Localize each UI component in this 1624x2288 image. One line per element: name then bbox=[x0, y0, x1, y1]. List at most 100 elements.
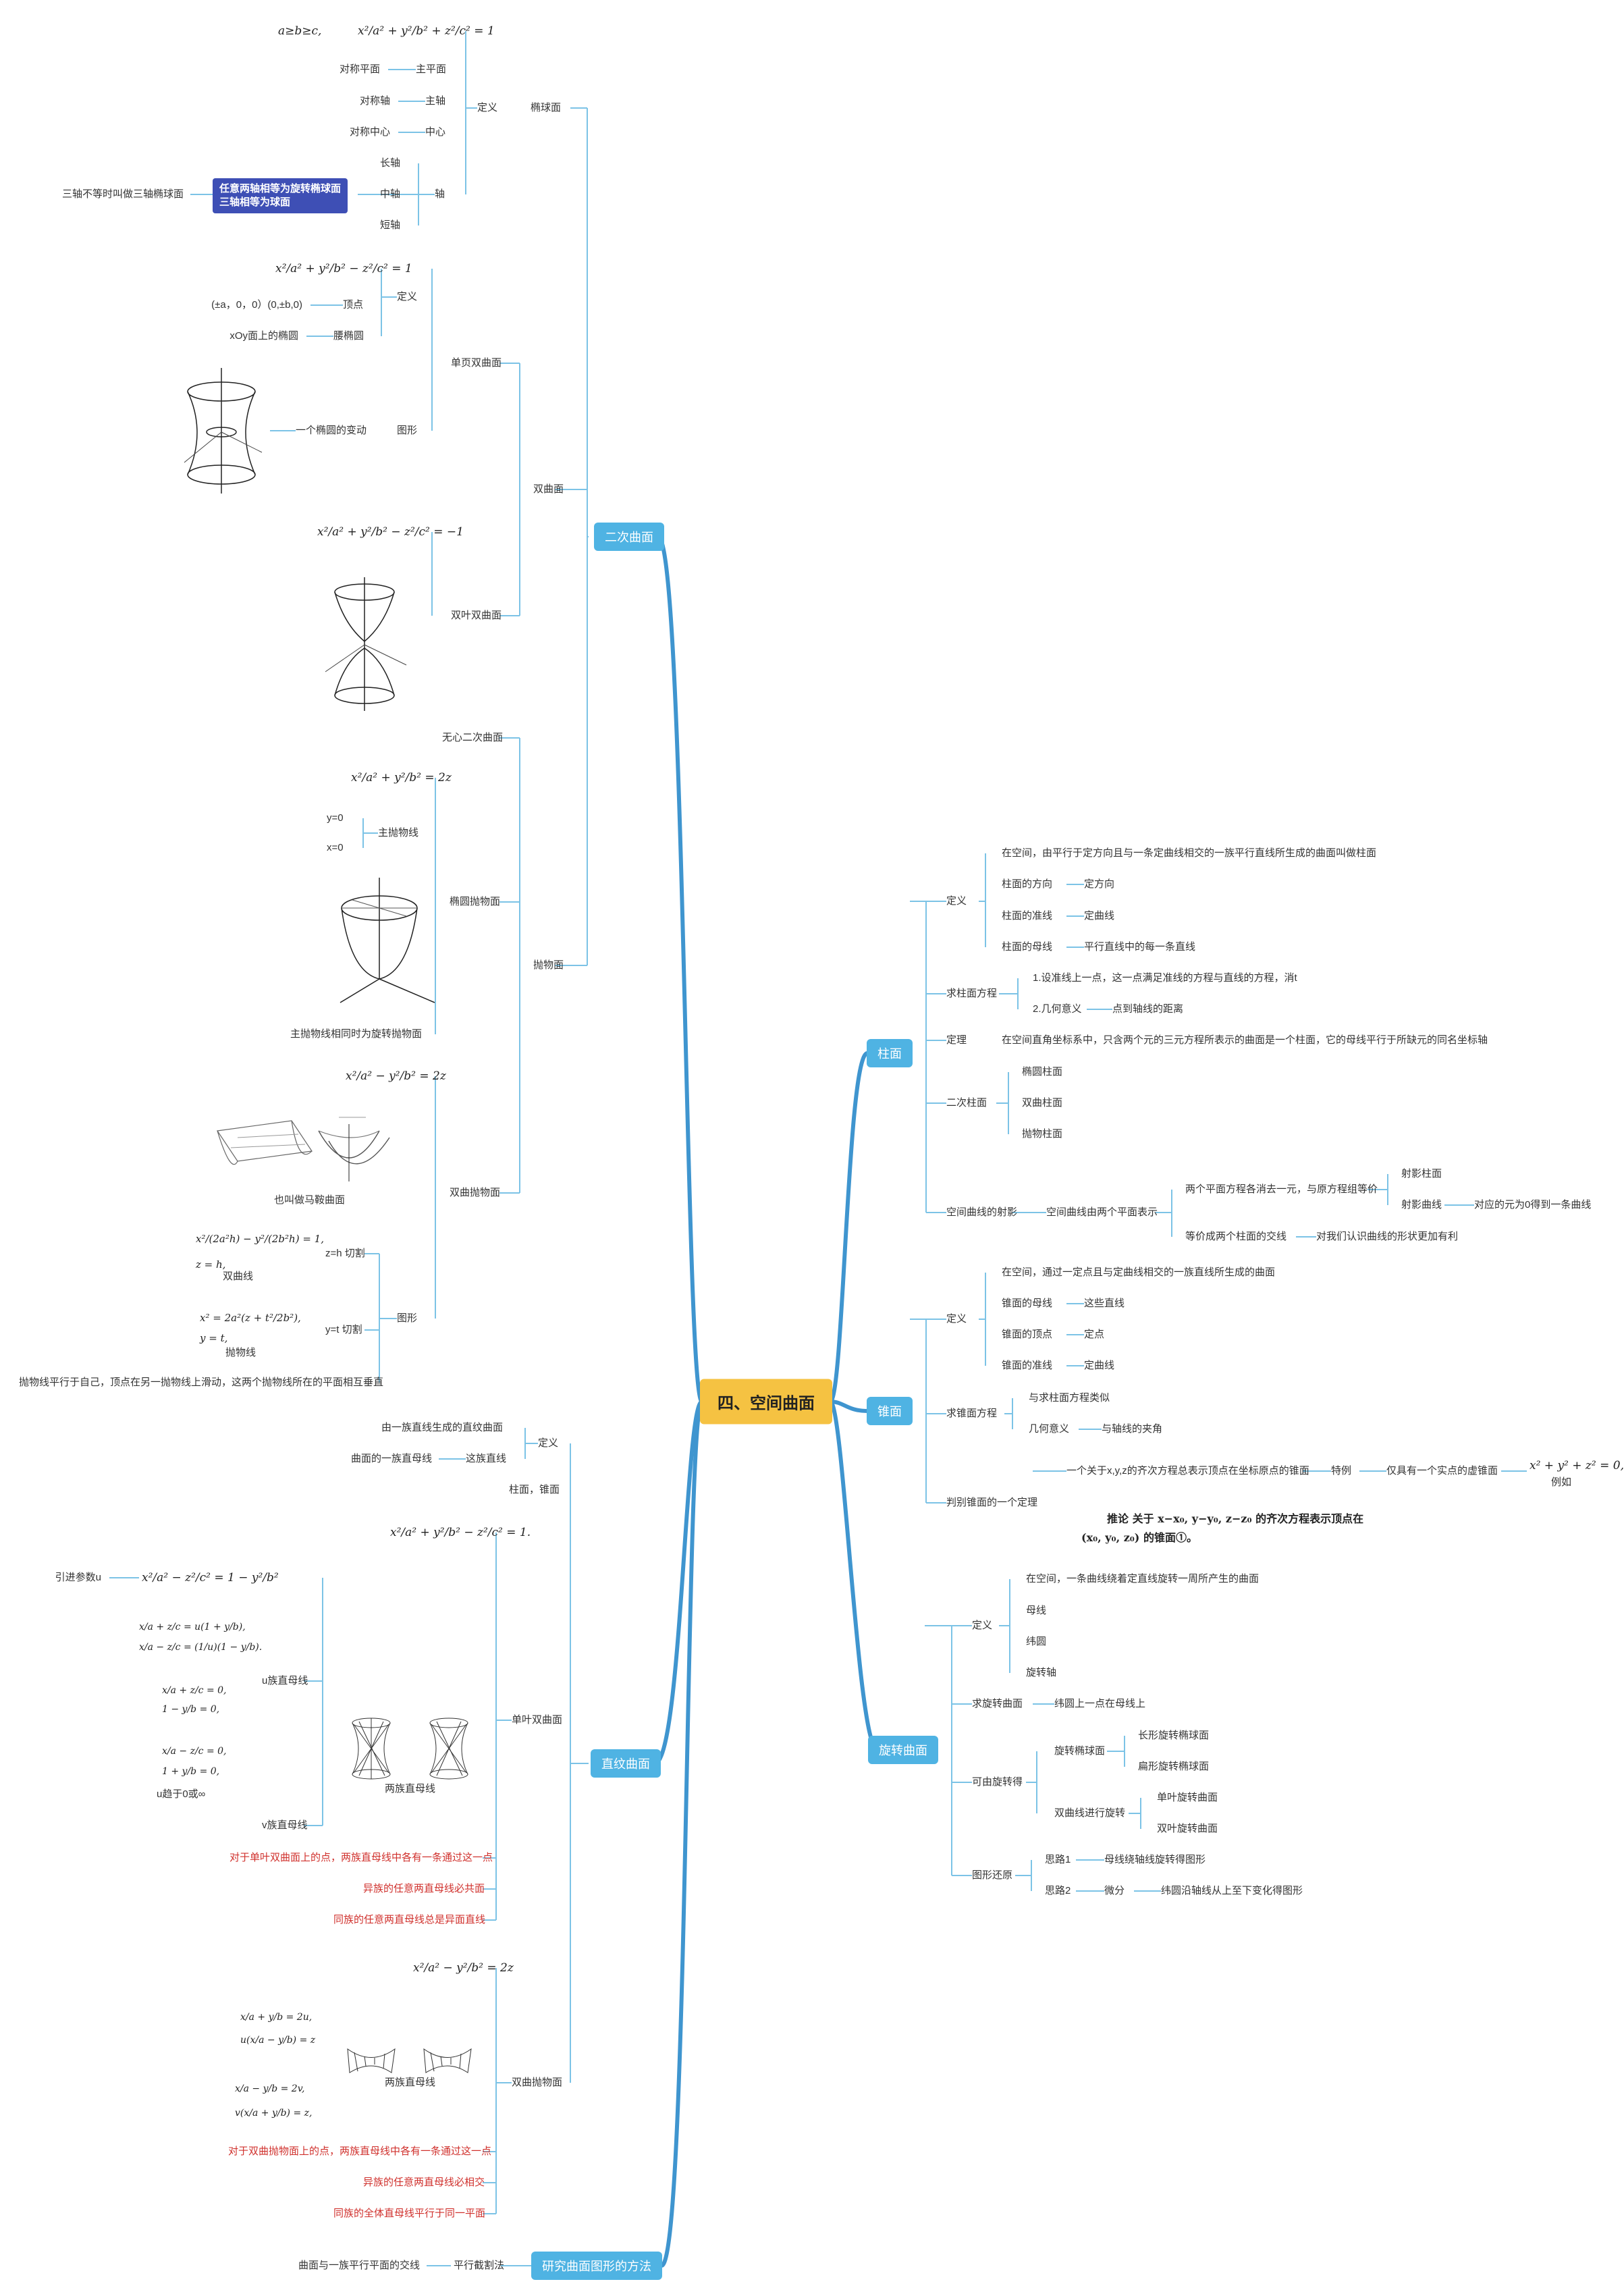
idea1-text[interactable]: 母线绕轴线旋转得图形 bbox=[1104, 1854, 1206, 1865]
rotation-ellipsoid[interactable]: 旋转椭球面 bbox=[1054, 1745, 1106, 1757]
cone-fixed-curve[interactable]: 定曲线 bbox=[1084, 1360, 1115, 1371]
slide-note[interactable]: 抛物线平行于自己，顶点在另一抛物线上滑动，这两个抛物线所在的平面相互垂直 bbox=[19, 1377, 384, 1388]
param-u-label[interactable]: 引进参数u bbox=[55, 1572, 101, 1583]
parallel-section-desc[interactable]: 曲面与一族平行平面的交线 bbox=[298, 2260, 420, 2271]
cone-eq-method2b[interactable]: 与轴线的夹角 bbox=[1102, 1423, 1163, 1435]
u-limit-label[interactable]: u趋于0或∞ bbox=[157, 1788, 206, 1800]
idea2-label[interactable]: 思路2 bbox=[1045, 1885, 1071, 1896]
two-families-label2[interactable]: 两族直母线 bbox=[385, 2077, 436, 2088]
projection-cylinder[interactable]: 射影柱面 bbox=[1401, 1168, 1442, 1179]
cone-eq-method2[interactable]: 几何意义 bbox=[1029, 1423, 1070, 1435]
cone-these-lines[interactable]: 这些直线 bbox=[1084, 1298, 1125, 1309]
special-case-text[interactable]: 仅具有一个实点的虚锥面 bbox=[1386, 1465, 1498, 1476]
projection-curve[interactable]: 射影曲线 bbox=[1401, 1199, 1442, 1210]
cone-vertex-label[interactable]: 锥面的顶点 bbox=[1002, 1329, 1053, 1340]
hyperbolic-cylinder[interactable]: 双曲柱面 bbox=[1022, 1097, 1063, 1109]
ruled-red-note1[interactable]: 对于单叶双曲面上的点，两族直母线中各有一条通过这一点 bbox=[229, 1852, 493, 1863]
projection-step1[interactable]: 空间曲线由两个平面表示 bbox=[1046, 1206, 1158, 1218]
ellipse-change-label[interactable]: 一个椭圆的变动 bbox=[296, 425, 367, 436]
straight-lines-label[interactable]: 这族直线 bbox=[466, 1453, 507, 1464]
sym-axis-label[interactable]: 对称轴 bbox=[359, 95, 390, 107]
flat-rotation-ellipsoid[interactable]: 扁形旋转椭球面 bbox=[1138, 1761, 1210, 1772]
rotation-axis[interactable]: 旋转轴 bbox=[1026, 1667, 1057, 1678]
cylinder-directrix-label[interactable]: 柱面的准线 bbox=[1002, 910, 1053, 922]
short-axis-label[interactable]: 短轴 bbox=[380, 219, 401, 231]
one-sheet-label[interactable]: 单页双曲面 bbox=[451, 357, 502, 369]
ruled-red-note4[interactable]: 对于双曲抛物面上的点，两族直母线中各有一条通过这一点 bbox=[228, 2146, 492, 2157]
vertex-coords[interactable]: (±a，0，0）(0,±b,0) bbox=[211, 299, 302, 311]
u-family-label[interactable]: u族直母线 bbox=[262, 1675, 308, 1686]
ellipsoid-label[interactable]: 椭球面 bbox=[531, 102, 562, 113]
center-label[interactable]: 中心 bbox=[425, 126, 446, 138]
ruled-red-note5[interactable]: 异族的任意两直母线必相交 bbox=[363, 2177, 485, 2188]
cylinder-parallel-line[interactable]: 平行直线中的每一条直线 bbox=[1084, 941, 1196, 953]
one-sheet-graph-label[interactable]: 图形 bbox=[397, 425, 418, 436]
cylinder-equation-label[interactable]: 求柱面方程 bbox=[946, 988, 998, 999]
cylinder-direction-label[interactable]: 柱面的方向 bbox=[1002, 878, 1053, 890]
hyperbola-label[interactable]: 双曲线 bbox=[223, 1271, 254, 1282]
paraboloid-label[interactable]: 抛物面 bbox=[533, 959, 564, 971]
rotation-generatrix[interactable]: 母线 bbox=[1026, 1605, 1047, 1616]
topic-cylinder[interactable]: 柱面 bbox=[867, 1039, 913, 1067]
no-center-label[interactable]: 无心二次曲面 bbox=[442, 732, 504, 743]
projection-zero[interactable]: 对应的元为0得到一条曲线 bbox=[1474, 1199, 1592, 1210]
rotation-eq-text[interactable]: 纬圆上一点在母线上 bbox=[1054, 1698, 1146, 1709]
generatrix-family-label[interactable]: 曲面的一族直母线 bbox=[350, 1453, 432, 1464]
example-label[interactable]: 例如 bbox=[1551, 1476, 1572, 1488]
idea1-label[interactable]: 思路1 bbox=[1045, 1854, 1071, 1865]
main-parabola-label[interactable]: 主抛物线 bbox=[378, 827, 419, 839]
two-families-label[interactable]: 两族直母线 bbox=[385, 1783, 436, 1794]
differential-label[interactable]: 微分 bbox=[1104, 1885, 1125, 1896]
sym-plane-label[interactable]: 对称平面 bbox=[339, 63, 380, 75]
zh-cut-label[interactable]: z=h 切割 bbox=[325, 1248, 365, 1259]
long-rotation-ellipsoid[interactable]: 长形旋转椭球面 bbox=[1138, 1730, 1210, 1741]
special-case-label[interactable]: 特例 bbox=[1331, 1465, 1352, 1476]
cylinder-eq-method1[interactable]: 1.设准线上一点，这一点满足准线的方程与直线的方程，消t bbox=[1033, 972, 1297, 984]
center-node[interactable]: 四、空间曲面 bbox=[700, 1379, 832, 1425]
v-family-label[interactable]: v族直母线 bbox=[262, 1819, 308, 1831]
rotation-definition-label[interactable]: 定义 bbox=[972, 1620, 993, 1631]
ruled-definition-label[interactable]: 定义 bbox=[538, 1437, 559, 1449]
parabolic-cylinder[interactable]: 抛物柱面 bbox=[1022, 1128, 1063, 1140]
projection-label[interactable]: 空间曲线的射影 bbox=[946, 1206, 1018, 1218]
yt-cut-label[interactable]: y=t 切割 bbox=[325, 1324, 362, 1335]
cone-theorem-text[interactable]: 一个关于x,y,z的齐次方程总表示顶点在坐标原点的锥面 bbox=[1066, 1465, 1309, 1476]
one-sheet-definition[interactable]: 定义 bbox=[397, 291, 418, 302]
ruled-hyp-paraboloid-label[interactable]: 双曲抛物面 bbox=[512, 2077, 563, 2088]
cylinder-definition-label[interactable]: 定义 bbox=[946, 895, 967, 907]
rotation-def-text[interactable]: 在空间，一条曲线绕着定直线旋转一周所产生的曲面 bbox=[1026, 1573, 1260, 1585]
ruled-examples[interactable]: 柱面，锥面 bbox=[509, 1484, 560, 1495]
cylinder-theorem-label[interactable]: 定理 bbox=[946, 1034, 967, 1046]
topic-quadric[interactable]: 二次曲面 bbox=[594, 523, 664, 551]
cone-equation-label[interactable]: 求锥面方程 bbox=[946, 1408, 998, 1419]
vertex-label[interactable]: 顶点 bbox=[343, 299, 364, 311]
cylinder-generatrix-label[interactable]: 柱面的母线 bbox=[1002, 941, 1053, 953]
topic-rotation[interactable]: 旋转曲面 bbox=[868, 1736, 938, 1764]
cylinder-fixed-curve[interactable]: 定曲线 bbox=[1084, 910, 1115, 922]
sym-center-label[interactable]: 对称中心 bbox=[349, 126, 390, 138]
xoy-ellipse-label[interactable]: xOy面上的椭圆 bbox=[229, 330, 298, 342]
elliptic-paraboloid-label[interactable]: 椭圆抛物面 bbox=[450, 896, 501, 907]
cone-generatrix-label[interactable]: 锥面的母线 bbox=[1002, 1298, 1053, 1309]
y0-label[interactable]: y=0 bbox=[327, 812, 344, 824]
elliptic-cylinder[interactable]: 椭圆柱面 bbox=[1022, 1066, 1063, 1078]
rotation-parallel-circle[interactable]: 纬圆 bbox=[1026, 1636, 1047, 1647]
ruled-def-text[interactable]: 由一族直线生成的直纹曲面 bbox=[381, 1422, 503, 1433]
axis-label[interactable]: 轴 bbox=[435, 188, 445, 200]
waist-ellipse-label[interactable]: 腰椭圆 bbox=[333, 330, 364, 342]
one-sheet-rotation[interactable]: 单叶旋转曲面 bbox=[1157, 1792, 1218, 1803]
one-sheet-ruled-label[interactable]: 单叶双曲面 bbox=[512, 1714, 563, 1726]
main-axis-label[interactable]: 主轴 bbox=[425, 95, 446, 107]
projection-step3[interactable]: 等价成两个柱面的交线 bbox=[1185, 1231, 1287, 1242]
paraboloid-graph-label[interactable]: 图形 bbox=[397, 1312, 418, 1324]
parallel-section-label[interactable]: 平行截割法 bbox=[454, 2260, 505, 2271]
ellipsoid-definition-label[interactable]: 定义 bbox=[477, 102, 498, 113]
ruled-red-note2[interactable]: 异族的任意两直母线必共面 bbox=[363, 1883, 485, 1894]
two-sheet-label[interactable]: 双叶双曲面 bbox=[451, 610, 502, 621]
cylinder-theorem-text[interactable]: 在空间直角坐标系中，只含两个元的三元方程所表示的曲面是一个柱面，它的母线平行于所… bbox=[1002, 1034, 1488, 1046]
rotation-ellipsoid-note[interactable]: 任意两轴相等为旋转椭球面 三轴相等为球面 bbox=[213, 178, 348, 213]
cylinder-eq-method2[interactable]: 2.几何意义 bbox=[1033, 1003, 1082, 1015]
projection-benefit[interactable]: 对我们认识曲线的形状更加有利 bbox=[1316, 1231, 1459, 1242]
hyperbolic-paraboloid-label[interactable]: 双曲抛物面 bbox=[450, 1187, 501, 1198]
cylinder-fixed-dir[interactable]: 定方向 bbox=[1084, 878, 1115, 890]
